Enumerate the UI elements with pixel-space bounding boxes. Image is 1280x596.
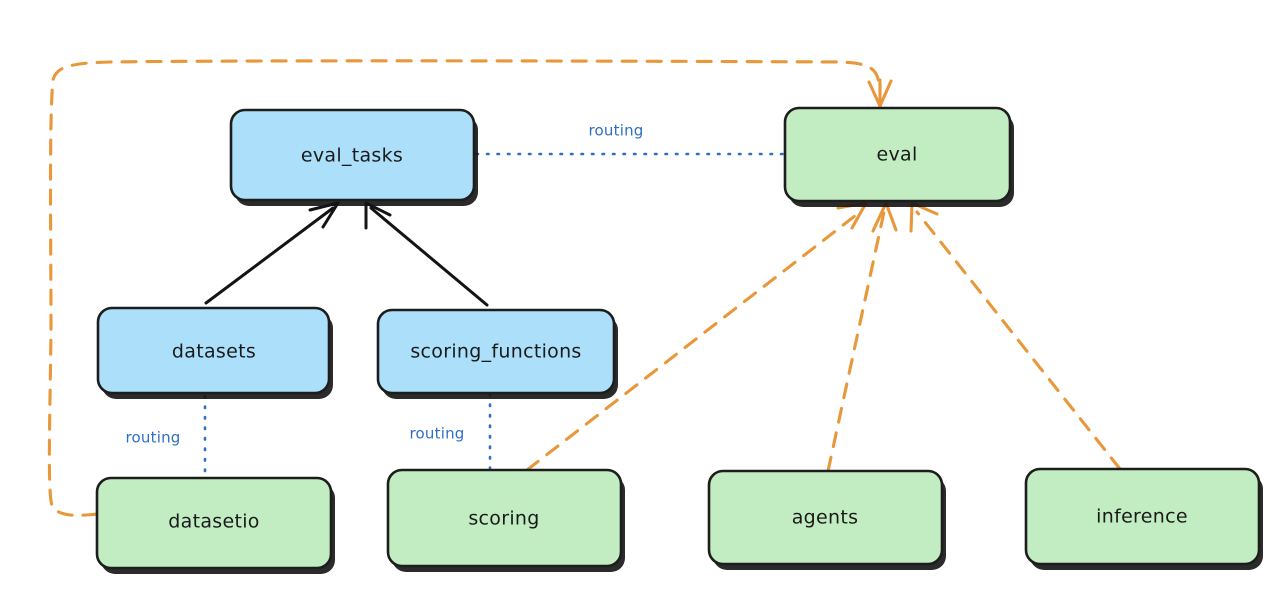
node-eval-box[interactable] [783, 106, 1012, 203]
node-eval-tasks-label: eval_tasks [301, 145, 403, 167]
node-agents-label: agents [792, 507, 859, 529]
node-scoring-functions-box[interactable] [376, 308, 616, 395]
node-datasetio-label: datasetio [168, 511, 259, 533]
arrowhead-inference-to-eval [909, 201, 939, 233]
node-eval-tasks[interactable]: eval_tasks [229, 108, 478, 206]
node-inference-box[interactable] [1024, 467, 1261, 566]
node-scoring-box[interactable] [386, 468, 623, 568]
edge-inference-to-eval [915, 210, 1122, 471]
node-layer: eval_tasks eval datasets scoring_functio… [95, 106, 1263, 574]
edge-label-routing-datasetio: routing [126, 429, 181, 447]
edge-label-routing-eval: routing [589, 122, 644, 140]
edge-datasets-to-eval-tasks [204, 206, 335, 305]
node-datasets-box[interactable] [96, 306, 331, 395]
node-agents[interactable]: agents [707, 469, 946, 570]
node-datasets[interactable]: datasets [96, 306, 333, 399]
node-datasets-label: datasets [172, 341, 256, 363]
node-datasetio-box[interactable] [95, 476, 333, 570]
edge-datasetio-to-eval [47, 59, 881, 517]
node-inference-label: inference [1096, 506, 1188, 528]
node-eval[interactable]: eval [783, 106, 1014, 207]
node-scoring-label: scoring [468, 508, 539, 530]
edge-scoring-to-eval [525, 210, 862, 472]
node-eval-label: eval [876, 144, 917, 166]
node-scoring[interactable]: scoring [386, 468, 625, 572]
node-inference[interactable]: inference [1024, 467, 1263, 570]
node-scoring-functions[interactable]: scoring_functions [376, 308, 618, 399]
node-datasetio[interactable]: datasetio [95, 476, 335, 574]
edge-scoring-functions-to-eval-tasks [369, 206, 489, 307]
node-eval-tasks-box[interactable] [229, 108, 476, 202]
node-agents-box[interactable] [707, 469, 944, 566]
edge-agents-to-eval [826, 210, 886, 473]
node-scoring-functions-label: scoring_functions [410, 341, 581, 363]
edge-label-layer: routing routing routing [126, 122, 644, 447]
edge-label-routing-scoring: routing [410, 425, 465, 443]
